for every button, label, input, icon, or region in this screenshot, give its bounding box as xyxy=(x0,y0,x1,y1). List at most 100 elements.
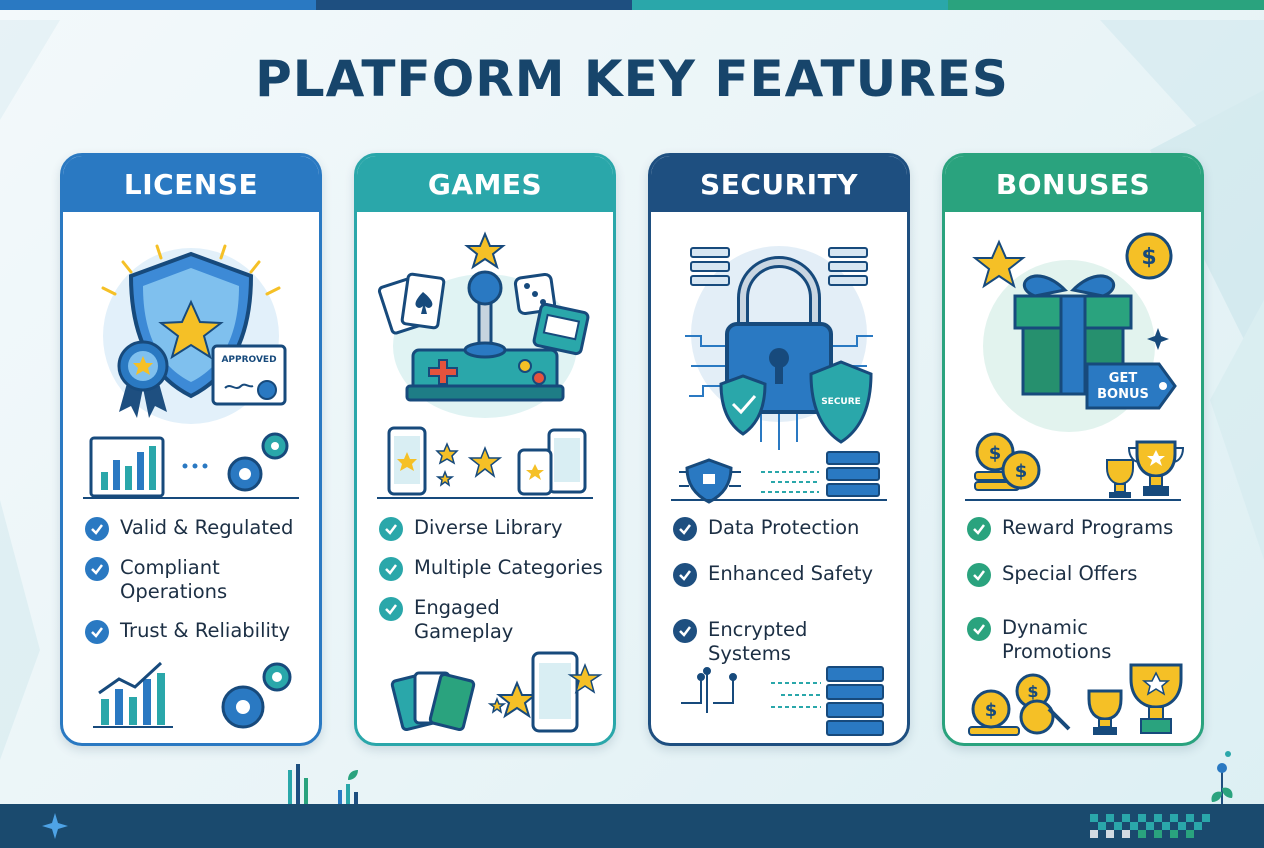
circuit-icon xyxy=(681,667,737,713)
bonuses-bottom-illustration: $ $ xyxy=(968,663,1183,736)
feature-label: Compliant Operations xyxy=(120,556,228,603)
security-card-header: SECURITY xyxy=(651,156,907,212)
feature-label: Valid & Regulated xyxy=(120,516,294,539)
trophy-icon xyxy=(1087,663,1183,735)
shield-label: SECURE xyxy=(821,397,861,407)
trophy-icon xyxy=(1106,440,1185,498)
footer-bar xyxy=(0,804,1264,848)
tag-label-line1: GET xyxy=(1109,371,1138,386)
star-icon xyxy=(487,696,507,714)
gift-icon xyxy=(1013,274,1133,396)
tag-label-line2: BONUS xyxy=(1097,387,1149,402)
coin-icon: $ $ xyxy=(974,432,1041,491)
feature-label: Dynamic Promotions xyxy=(1002,616,1112,663)
feature-item: Special Offers xyxy=(967,562,1192,587)
feature-label: Engaged Gameplay xyxy=(414,596,514,643)
bar-chart-icon xyxy=(89,436,165,498)
security-illustration: SECURE xyxy=(671,246,887,504)
feature-label: Enhanced Safety xyxy=(708,562,874,585)
bonuses-illustration: $ GET BONUS $ $ xyxy=(965,232,1185,501)
bar-chart-icon xyxy=(93,661,173,728)
leaf-icon xyxy=(348,770,358,780)
gear-icon xyxy=(221,662,292,729)
games-bottom-illustration xyxy=(390,651,603,733)
phone-icon xyxy=(387,426,427,496)
games-illustration xyxy=(377,231,593,499)
feature-label: Trust & Reliability xyxy=(120,619,291,642)
certificate-icon: APPROVED xyxy=(211,344,287,406)
checker-pattern xyxy=(1090,814,1210,838)
svg-text:$: $ xyxy=(989,443,1002,464)
security-card: SECURITY SECURE xyxy=(648,153,910,746)
security-bottom-illustration xyxy=(681,666,884,736)
svg-text:$: $ xyxy=(1015,461,1028,482)
check-icon xyxy=(673,563,697,587)
feature-item: Valid & Regulated xyxy=(85,516,310,541)
check-icon xyxy=(85,517,109,541)
phone-icon xyxy=(517,428,587,496)
shield-check-icon xyxy=(719,374,767,436)
gear-icon xyxy=(227,432,289,492)
star-icon xyxy=(435,442,459,465)
plant-icon xyxy=(1211,751,1233,804)
circuit-icon xyxy=(679,458,741,504)
server-icon xyxy=(826,451,880,497)
star-icon xyxy=(467,445,503,478)
phone-icon xyxy=(531,651,579,733)
check-icon xyxy=(85,620,109,644)
license-card: LICENSE APPROVED xyxy=(60,153,322,746)
license-feature-list: Valid & Regulated Compliant Operations T… xyxy=(85,516,310,644)
check-icon xyxy=(967,617,991,641)
license-illustration: APPROVED xyxy=(83,244,299,499)
games-feature-list: Diverse Library Multiple Categories Enga… xyxy=(379,516,604,644)
playing-cards-icon xyxy=(390,671,476,732)
joystick-icon xyxy=(405,270,565,402)
star-icon xyxy=(464,231,506,270)
feature-item: Dynamic Promotions xyxy=(967,616,1192,664)
feature-item: Multiple Categories xyxy=(379,556,604,581)
feature-item: Encrypted Systems xyxy=(673,618,898,666)
server-icon xyxy=(826,666,884,736)
playing-cards-icon xyxy=(377,272,446,335)
coin-icon: $ $ xyxy=(968,673,1071,736)
footer-decoration xyxy=(288,751,1233,804)
certificate-label: APPROVED xyxy=(221,355,276,365)
svg-text:$: $ xyxy=(1141,245,1156,270)
feature-label: Diverse Library xyxy=(414,516,563,539)
shield-secure-icon: SECURE xyxy=(809,360,873,444)
page-title: PLATFORM KEY FEATURES xyxy=(255,50,1009,108)
feature-item: Data Protection xyxy=(673,516,898,541)
feature-label: Data Protection xyxy=(708,516,860,539)
games-card-header: GAMES xyxy=(357,156,613,212)
tag-icon: GET BONUS xyxy=(1085,362,1177,410)
check-icon xyxy=(379,517,403,541)
feature-item: Reward Programs xyxy=(967,516,1192,541)
star-icon xyxy=(435,469,455,487)
award-ribbon-icon xyxy=(117,340,169,418)
slot-machine-icon xyxy=(532,302,590,356)
feature-item: Compliant Operations xyxy=(85,556,310,604)
star-icon xyxy=(972,239,1026,289)
bonuses-feature-list: Reward Programs Special Offers Dynamic P… xyxy=(967,516,1192,664)
check-icon xyxy=(379,597,403,621)
check-icon xyxy=(967,517,991,541)
sparkle-icon xyxy=(42,813,68,839)
coin-icon: $ xyxy=(1125,232,1173,280)
check-icon xyxy=(673,517,697,541)
bonuses-card: BONUSES $ GET BONUS $ $ xyxy=(942,153,1204,746)
check-icon xyxy=(379,557,403,581)
games-card: GAMES xyxy=(354,153,616,746)
server-icon xyxy=(690,247,868,286)
feature-label: Encrypted Systems xyxy=(708,618,808,665)
feature-item: Enhanced Safety xyxy=(673,562,898,587)
svg-text:$: $ xyxy=(985,700,998,721)
bonuses-card-header: BONUSES xyxy=(945,156,1201,212)
check-icon xyxy=(673,619,697,643)
svg-text:$: $ xyxy=(1027,682,1038,701)
bar-chart-icon xyxy=(288,764,358,804)
star-icon xyxy=(496,680,538,719)
feature-label: Special Offers xyxy=(1002,562,1138,585)
license-bottom-illustration xyxy=(93,661,292,729)
check-icon xyxy=(85,557,109,581)
feature-item: Trust & Reliability xyxy=(85,619,310,644)
